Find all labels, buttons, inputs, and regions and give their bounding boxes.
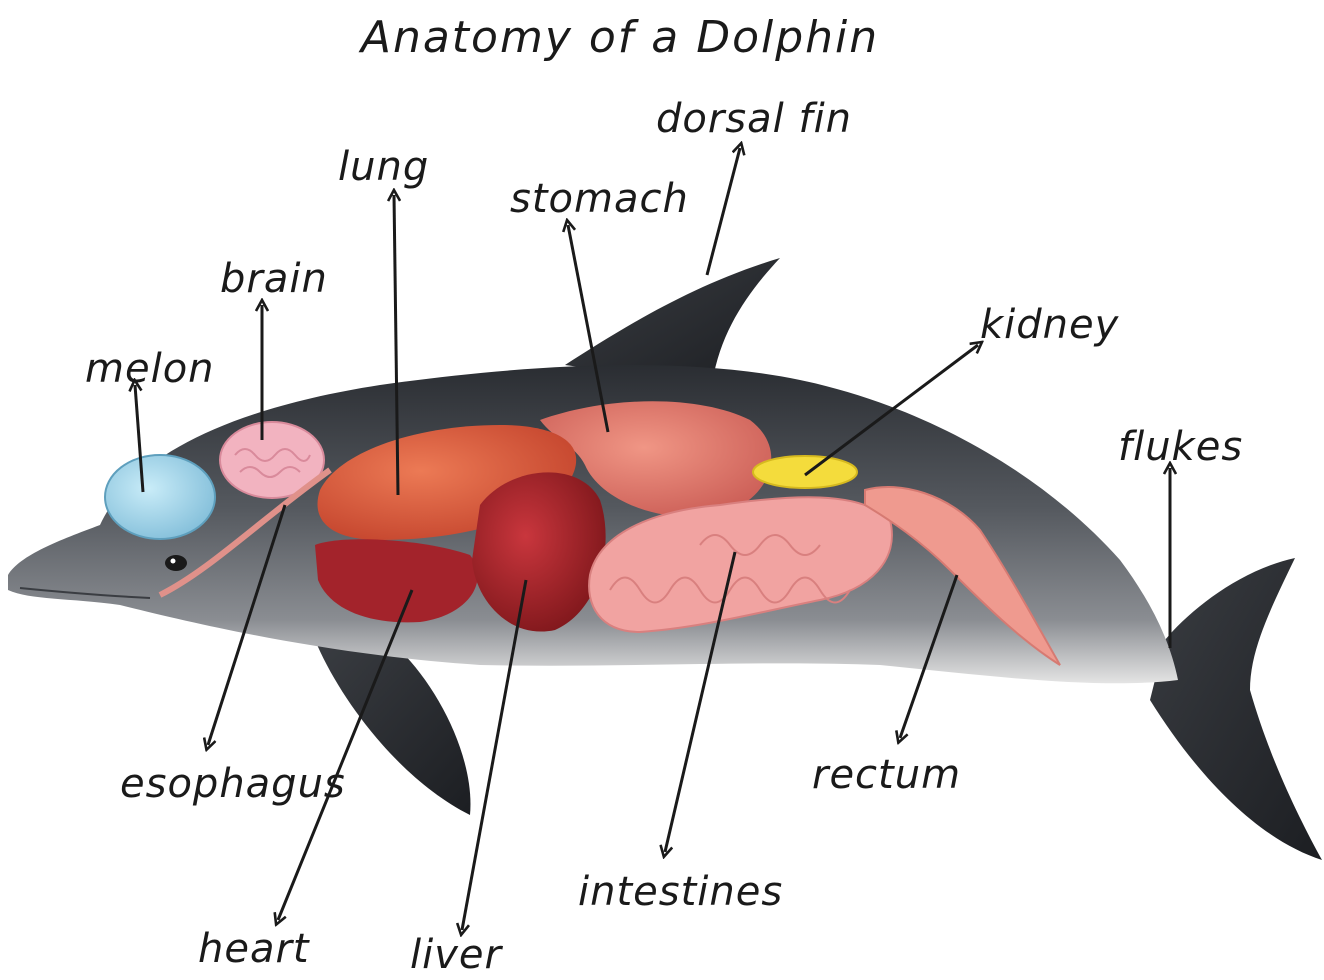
label-liver: liver bbox=[410, 932, 504, 978]
label-rectum: rectum bbox=[812, 752, 961, 798]
label-intestines: intestines bbox=[578, 869, 783, 915]
label-brain: brain bbox=[220, 256, 328, 302]
diagram-title: Anatomy of a Dolphin bbox=[358, 12, 879, 63]
label-stomach: stomach bbox=[510, 176, 689, 222]
eye bbox=[165, 555, 187, 571]
label-flukes: flukes bbox=[1118, 424, 1243, 470]
arrow-dorsal-fin bbox=[707, 148, 740, 275]
label-dorsal-fin: dorsal fin bbox=[656, 96, 852, 142]
label-melon: melon bbox=[85, 346, 215, 392]
flukes-shape bbox=[1150, 558, 1322, 860]
label-esophagus: esophagus bbox=[120, 761, 346, 807]
melon-organ bbox=[105, 455, 215, 539]
label-lung: lung bbox=[338, 144, 429, 190]
label-heart: heart bbox=[198, 926, 310, 972]
label-kidney: kidney bbox=[980, 302, 1120, 348]
kidney-organ bbox=[753, 456, 857, 488]
